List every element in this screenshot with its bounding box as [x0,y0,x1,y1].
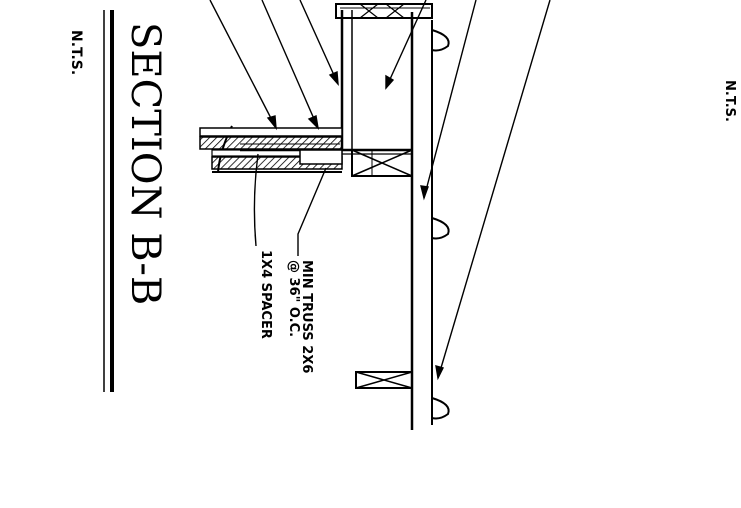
title-block: SECTION B-B N.T.S. [68,10,168,392]
blocking-upper [351,149,413,177]
scale-note-right: N.T.S. [722,80,737,122]
note-leaders [253,153,327,256]
leader-lines [209,0,551,381]
deck-assembly [199,125,343,173]
note-truss-line1: MIN TRUSS 2X6 [299,260,314,373]
notes: MIN TRUSS 2X6 @ 36" O.C. 1X4 SPACER [258,250,314,373]
note-spacer: 1X4 SPACER [258,250,273,339]
siding-profile [431,29,450,420]
scale-note-left: N.T.S. [68,30,84,75]
section-title: SECTION B-B [122,22,168,305]
frame-members [335,3,433,430]
note-truss-line2: @ 36" O.C. [286,260,301,337]
blocking-lower [355,371,413,389]
